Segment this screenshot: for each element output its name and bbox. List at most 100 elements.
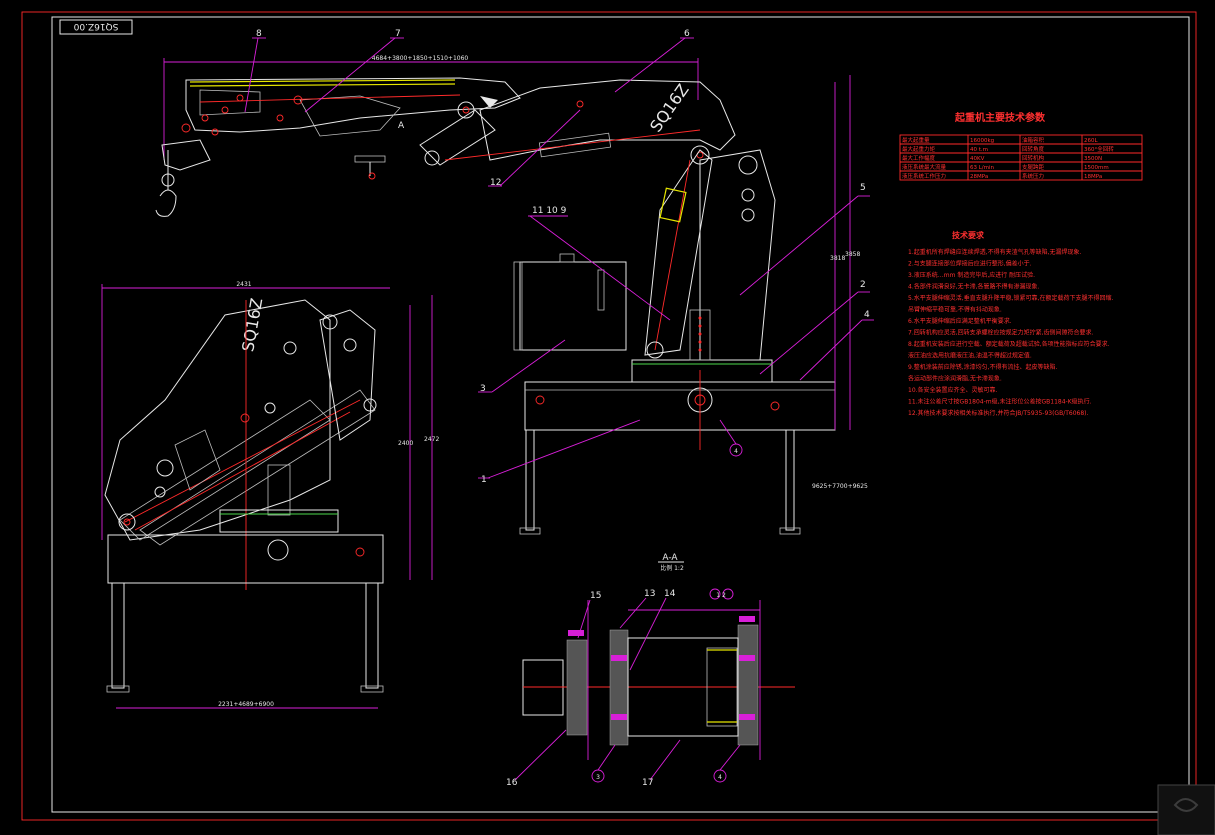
callout-17: 17 (642, 778, 653, 788)
requirement-item: 4.各部件润滑良好,无卡滞,各管路不得有渗漏现象. (908, 283, 1040, 291)
boom-label: SQ16Z (646, 80, 693, 135)
callout-14: 14 (664, 589, 676, 599)
requirement-item: 7.回转机构应灵活,回转支承螺栓应按规定力矩拧紧,齿侧间隙符合要求. (908, 329, 1094, 337)
code-box (59, 19, 133, 35)
requirement-item: 各运动部件应涂润滑脂,无卡滞现象. (908, 375, 1002, 383)
dim-outrigger: 9625+7700+9625 (812, 483, 868, 490)
spec-cell: 液压系统工作压力 (902, 172, 946, 180)
specs-title: 起重机主要技术参数 (954, 111, 1046, 124)
dim-base-height-1: 2400 (398, 440, 413, 447)
spec-cell: 最大起重量 (902, 136, 930, 144)
dim-height-mid: 3818 (830, 255, 845, 262)
front-chassis (107, 534, 384, 584)
front-right-leg (365, 582, 379, 689)
spec-cell: 系统压力 (1022, 172, 1044, 180)
callout-7: 7 (395, 29, 401, 39)
section-title: A-A (662, 553, 678, 563)
outer-border (21, 11, 1197, 821)
requirement-item: 6.水平支腿伸缩后应满足整机平衡要求. (908, 317, 1012, 325)
front-boom-body (104, 299, 331, 541)
slewing-column (644, 149, 713, 356)
dim-base-height-2: 2472 (424, 436, 439, 443)
section-tube (627, 637, 739, 737)
front-column-arm (319, 309, 376, 441)
spec-cell: 63 L/min (970, 165, 995, 171)
specs-rows: 最大起重量 16000kg 油箱容积 260L 最大起重力矩 40 t.m 回转角度 360°… (902, 136, 1114, 180)
callout-9-11: 11 10 9 (532, 206, 567, 216)
boom-link (419, 109, 496, 166)
section-right-flange (737, 624, 759, 746)
left-leg (525, 429, 535, 531)
section-marker-a: A (398, 121, 405, 131)
callout-1: 1 (481, 475, 487, 485)
callout-circle-4: 4 (734, 448, 738, 455)
hook-icon (155, 189, 177, 217)
spec-cell: 最大工作幅度 (902, 154, 936, 162)
callout-12: 12 (490, 178, 501, 188)
spec-cell: 回转角度 (1022, 145, 1045, 153)
callout-4: 4 (864, 310, 870, 320)
callouts-section: 15 13 14 1 2 16 3 17 4 (506, 588, 741, 788)
callout-13: 13 (644, 589, 655, 599)
boom-body (185, 77, 521, 133)
requirement-item: 5.水平支腿伸缩灵活,垂直支腿升降平稳,锁紧可靠,在额定载荷下支腿不得回缩. (908, 294, 1113, 302)
section-scale: 比例 1:2 (660, 564, 684, 572)
spec-cell: 28MPa (970, 174, 988, 180)
requirement-item: 吊臂伸缩平稳可靠,不得有抖动现象. (908, 306, 1002, 314)
requirements-list: 1.起重机所有焊缝应连续焊透,不得有夹渣气孔等缺陷,无漏焊现象.2.与支腿连接部… (908, 248, 1113, 417)
requirements-block: 技术要求 1.起重机所有焊缝应连续焊透,不得有夹渣气孔等缺陷,无漏焊现象.2.与… (908, 230, 1113, 417)
requirement-item: 11.未注公差尺寸按GB1804-m级,未注形位公差按GB1184-K级执行. (908, 398, 1092, 406)
chassis-beam (524, 381, 836, 431)
upper-boom (479, 79, 736, 161)
front-left-leg (111, 582, 125, 689)
spec-cell: 3500N (1084, 156, 1102, 162)
code-box-text: SQ16Z.00 (73, 21, 118, 31)
requirement-item: 8.起重机安装后应进行空载、额定载荷及超载试验,各项性能指标应符合要求. (908, 340, 1110, 348)
spec-cell: 油箱容积 (1022, 136, 1045, 144)
spec-cell: 40KV (970, 156, 985, 162)
boom-tip (161, 139, 211, 171)
requirement-item: 3.液压系统…mm 制造完毕后,应进行 耐压试验. (908, 271, 1035, 279)
upper-boom-centerline (444, 129, 701, 161)
section-left-flange (566, 639, 588, 736)
front-view: 2431 2400 2472 SQ16Z (101, 281, 439, 709)
spec-cell: 液压系统最大流量 (902, 163, 947, 171)
section-a-a: A-A 比例 1:2 (522, 553, 795, 760)
dim-height-total: 3858 (845, 251, 860, 258)
spec-cell: 40 t.m (970, 147, 988, 153)
slewing-base (631, 359, 773, 383)
column-arm (699, 149, 776, 361)
dim-top-text: 4684+3800+1850+1510+1060 (372, 55, 469, 62)
requirements-title: 技术要求 (952, 230, 985, 240)
specs-table (899, 134, 1143, 181)
section-pin (522, 659, 564, 716)
dim-base-width: 2431 (236, 281, 251, 288)
dim-base-span: 2231+4689+6900 (218, 701, 274, 708)
callout-6: 6 (684, 29, 690, 39)
callout-circle-3: 3 (596, 774, 600, 781)
callout-circle-4b: 4 (718, 774, 722, 781)
callout-15: 15 (590, 591, 601, 601)
boom-cylinder-top (189, 79, 456, 83)
requirement-item: 液压油应选用抗磨液压油,油温不得超过规定值. (908, 352, 1032, 360)
spec-cell: 回转机构 (1022, 154, 1045, 162)
callout-16: 16 (506, 778, 518, 788)
corner-logo-icon (1173, 798, 1199, 812)
requirement-item: 10.各安全装置应齐全、灵敏可靠. (908, 386, 998, 394)
right-leg (785, 429, 795, 531)
callout-8: 8 (256, 29, 262, 39)
front-boom-label: SQ16Z (238, 297, 266, 354)
specs-block: 起重机主要技术参数 最大起重量 16000kg 油箱容积 260L 最大起重力矩 40 t… (899, 111, 1143, 181)
spec-cell: 16000kg (970, 138, 994, 144)
spec-cell: 1500mm (1084, 165, 1109, 171)
spec-cell: 最大起重力矩 (902, 145, 936, 153)
front-slewing-ring (219, 509, 339, 533)
callout-2: 2 (860, 280, 866, 290)
requirement-item: 9.整机涂装前应除锈,涂漆均匀,不得有流挂、起皮等缺陷. (908, 363, 1058, 371)
callouts-top: 8 7 6 12 11 10 9 5 2 4 3 1 4 A (244, 29, 874, 485)
spec-cell: 260L (1084, 138, 1098, 144)
spec-cell: 360°全回转 (1084, 145, 1114, 153)
callout-circle-1-2: 1 2 (716, 592, 726, 599)
callout-3: 3 (480, 384, 486, 394)
spec-cell: 支腿跨距 (1022, 163, 1045, 171)
